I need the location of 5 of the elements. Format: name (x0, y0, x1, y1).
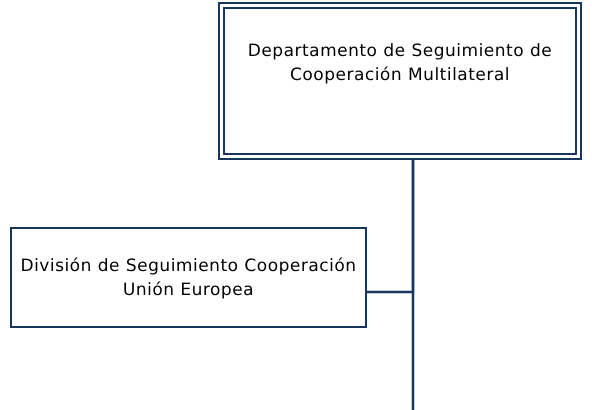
org-box (10, 227, 367, 328)
box-title: División de Seguimiento Cooperación Unión Europea (20, 254, 357, 302)
box-title: Departamento de Seguimiento de Cooperación Multilateral (246, 40, 554, 87)
connector-line (412, 160, 414, 410)
org-box (218, 2, 582, 160)
